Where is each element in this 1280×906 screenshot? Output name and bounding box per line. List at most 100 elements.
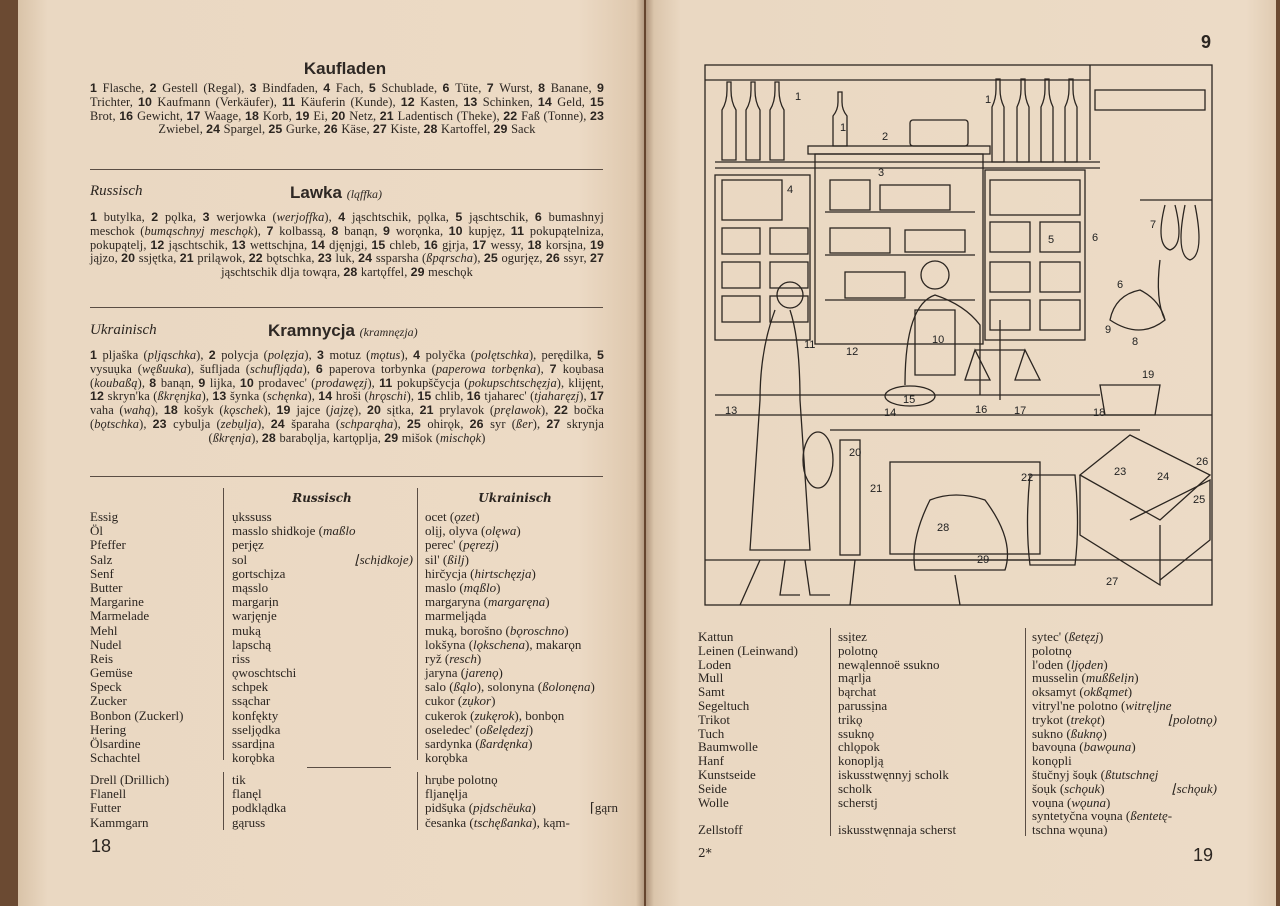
column-rule [223,488,224,760]
vocab-cell-de: Drell (Drillich) [90,772,170,787]
item-number: 29 [493,122,512,137]
vocab-item: 8 banąn [331,223,375,238]
vocab-cell-de: Pfeffer [90,537,126,553]
vocab-cell-uk: fljanęlja [425,786,468,802]
vocab-cell-uk: hirčycja (hirtschęzja) [425,565,536,581]
ukrainian-title-text: Kramnycja [268,321,355,340]
vocab-cell-uk: ryž (resch) [425,650,482,666]
vocab-item: 21 Ladentisch (Theke) [379,108,497,123]
item-number: 9 [383,223,396,238]
vocab-cell-de: Seide [698,780,727,796]
vocab-item: 8 banąn [149,375,191,390]
vocab-cell-uk: jaryna (jarenǫ) [425,665,503,681]
item-number: 15 [590,94,604,109]
vocab-item: 9 worǫnka [383,223,440,238]
vocab-cell-ru: parussịna [838,697,888,713]
illustration-frame [704,64,1213,606]
vocab-cell-ru: ssardịna [232,736,275,751]
vocab-item: 6 Tüte [442,81,479,95]
vocab-cell-uk: česanka (tschęßanka), kąm- [425,814,570,830]
vocab-cell-de: Ölsardine [90,736,141,751]
item-number: 22 [248,251,267,266]
vocab-cell-uk: marmeljąda [425,608,487,624]
vocab-item: 16 tjaharec' (tjaharęzj) [466,389,584,404]
vocab-item: 29 mišok (mischǫk) [384,430,486,445]
vocab-item: 12 Kasten [400,94,456,109]
divider [90,307,603,308]
item-number: 17 [186,108,205,123]
item-number: 24 [358,251,376,266]
illustration-callout-4: 4 [787,184,793,196]
item-number: 24 [206,122,224,137]
russian-title-text: Lawka [290,183,342,202]
vocab-item: 23 cybulja (zebụlja) [152,416,262,431]
vocab-cell-ru: gortschịza [232,565,286,581]
illustration-callout-13: 13 [725,405,737,417]
illustration-callout-29: 29 [977,554,989,566]
illustration-callout-11: 11 [804,339,815,351]
item-number: 28 [261,430,280,445]
vocab-item: 27 jąschtschik dlja towąra [221,251,604,280]
vocab-item: 14 djęnjgi [310,237,365,252]
vocab-item: 22 bǫtschka [248,251,312,266]
item-number: 25 [406,416,428,431]
item-number: 10 [448,223,469,238]
vocab-item: 21 prylavok (pręlawok) [419,403,546,418]
column-rule [417,488,418,760]
item-number: 12 [90,389,108,404]
signature-mark: 2* [698,846,712,860]
vocab-item: 5 jąschtschik [455,210,526,224]
vocab-item: 1 Flasche [90,81,142,95]
vocab-cell-uk: l'oden (ljǫden) [1032,656,1108,672]
item-number: 17 [472,237,491,252]
vocab-cell-ru: mąsslo [232,579,269,595]
vocab-item: 17 wessy [472,237,521,252]
russian-language-label: Russisch [90,183,143,199]
page-number: 19 [1193,845,1214,865]
vocab-cell-uk: sardynka (ßardęnka) [425,736,533,751]
vocab-cell-ru: gąruss [232,814,266,830]
column-header-russian: Russisch [292,491,352,505]
illustration-callout-24: 24 [1157,471,1169,483]
illustration-callout-25: 25 [1193,494,1205,506]
vocab-item: 25 Gurke [268,122,318,137]
vocab-cell-uk: vitryl'ne polotno (witręljne [1032,697,1172,713]
vocab-item: 15 chleb [371,237,417,252]
item-number: 3 [202,210,217,224]
item-number: 3 [249,81,263,95]
sheet-number: 9 [1201,32,1212,52]
item-number: 16 [119,108,138,123]
vocab-cell-ru: ssąchar [232,693,271,709]
russian-title: Lawka (ląffka) [290,183,382,203]
illustration-callout-16: 16 [975,404,987,416]
item-number: 6 [442,81,456,95]
vocab-cell-uk: sytec' (ßetęzj) [1032,629,1104,644]
column-rule [223,772,224,830]
vocab-item: 16 gįrja [423,237,466,252]
item-number: 20 [121,251,139,266]
item-number: 8 [331,223,345,238]
vocab-cell-ru: ssịtez [838,629,867,644]
vocab-cell-ru: iskusstwęnnaja scherst [838,822,957,838]
item-number: 13 [212,389,230,404]
vocab-cell-uk: štučnyj šoụk (ßtutschnęj [1032,766,1159,782]
vocab-cell-de: Segeltuch [698,697,750,713]
russian-pronunciation: (ląffka) [346,187,383,201]
right-page [646,0,1276,906]
vocab-item: 17 vaha (wahą) [90,389,604,418]
vocab-item: 17 Waage [186,108,239,123]
column-rule [830,628,831,836]
vocab-cell-uk: oksamyt (okßąmet) [1032,684,1133,700]
vocab-item: 15 chlib [417,389,461,404]
illustration-callout-19: 19 [1142,369,1154,381]
vocab-cell-uk: korǫbka [425,750,468,766]
vocab-cell-de: Kattun [698,629,734,644]
illustration-callout-21: 21 [870,483,882,495]
vocab-item: 9 lijka [198,375,233,390]
item-number: 18 [245,108,263,123]
vocab-item: 11 Käuferin (Kunde) [281,94,393,109]
vocab-cell-uk: ocet (ǫzet) [425,509,480,524]
vocab-cell-ru: konoplją [838,753,884,769]
vocab-cell-ru: ǫwoschtschi [232,665,297,681]
